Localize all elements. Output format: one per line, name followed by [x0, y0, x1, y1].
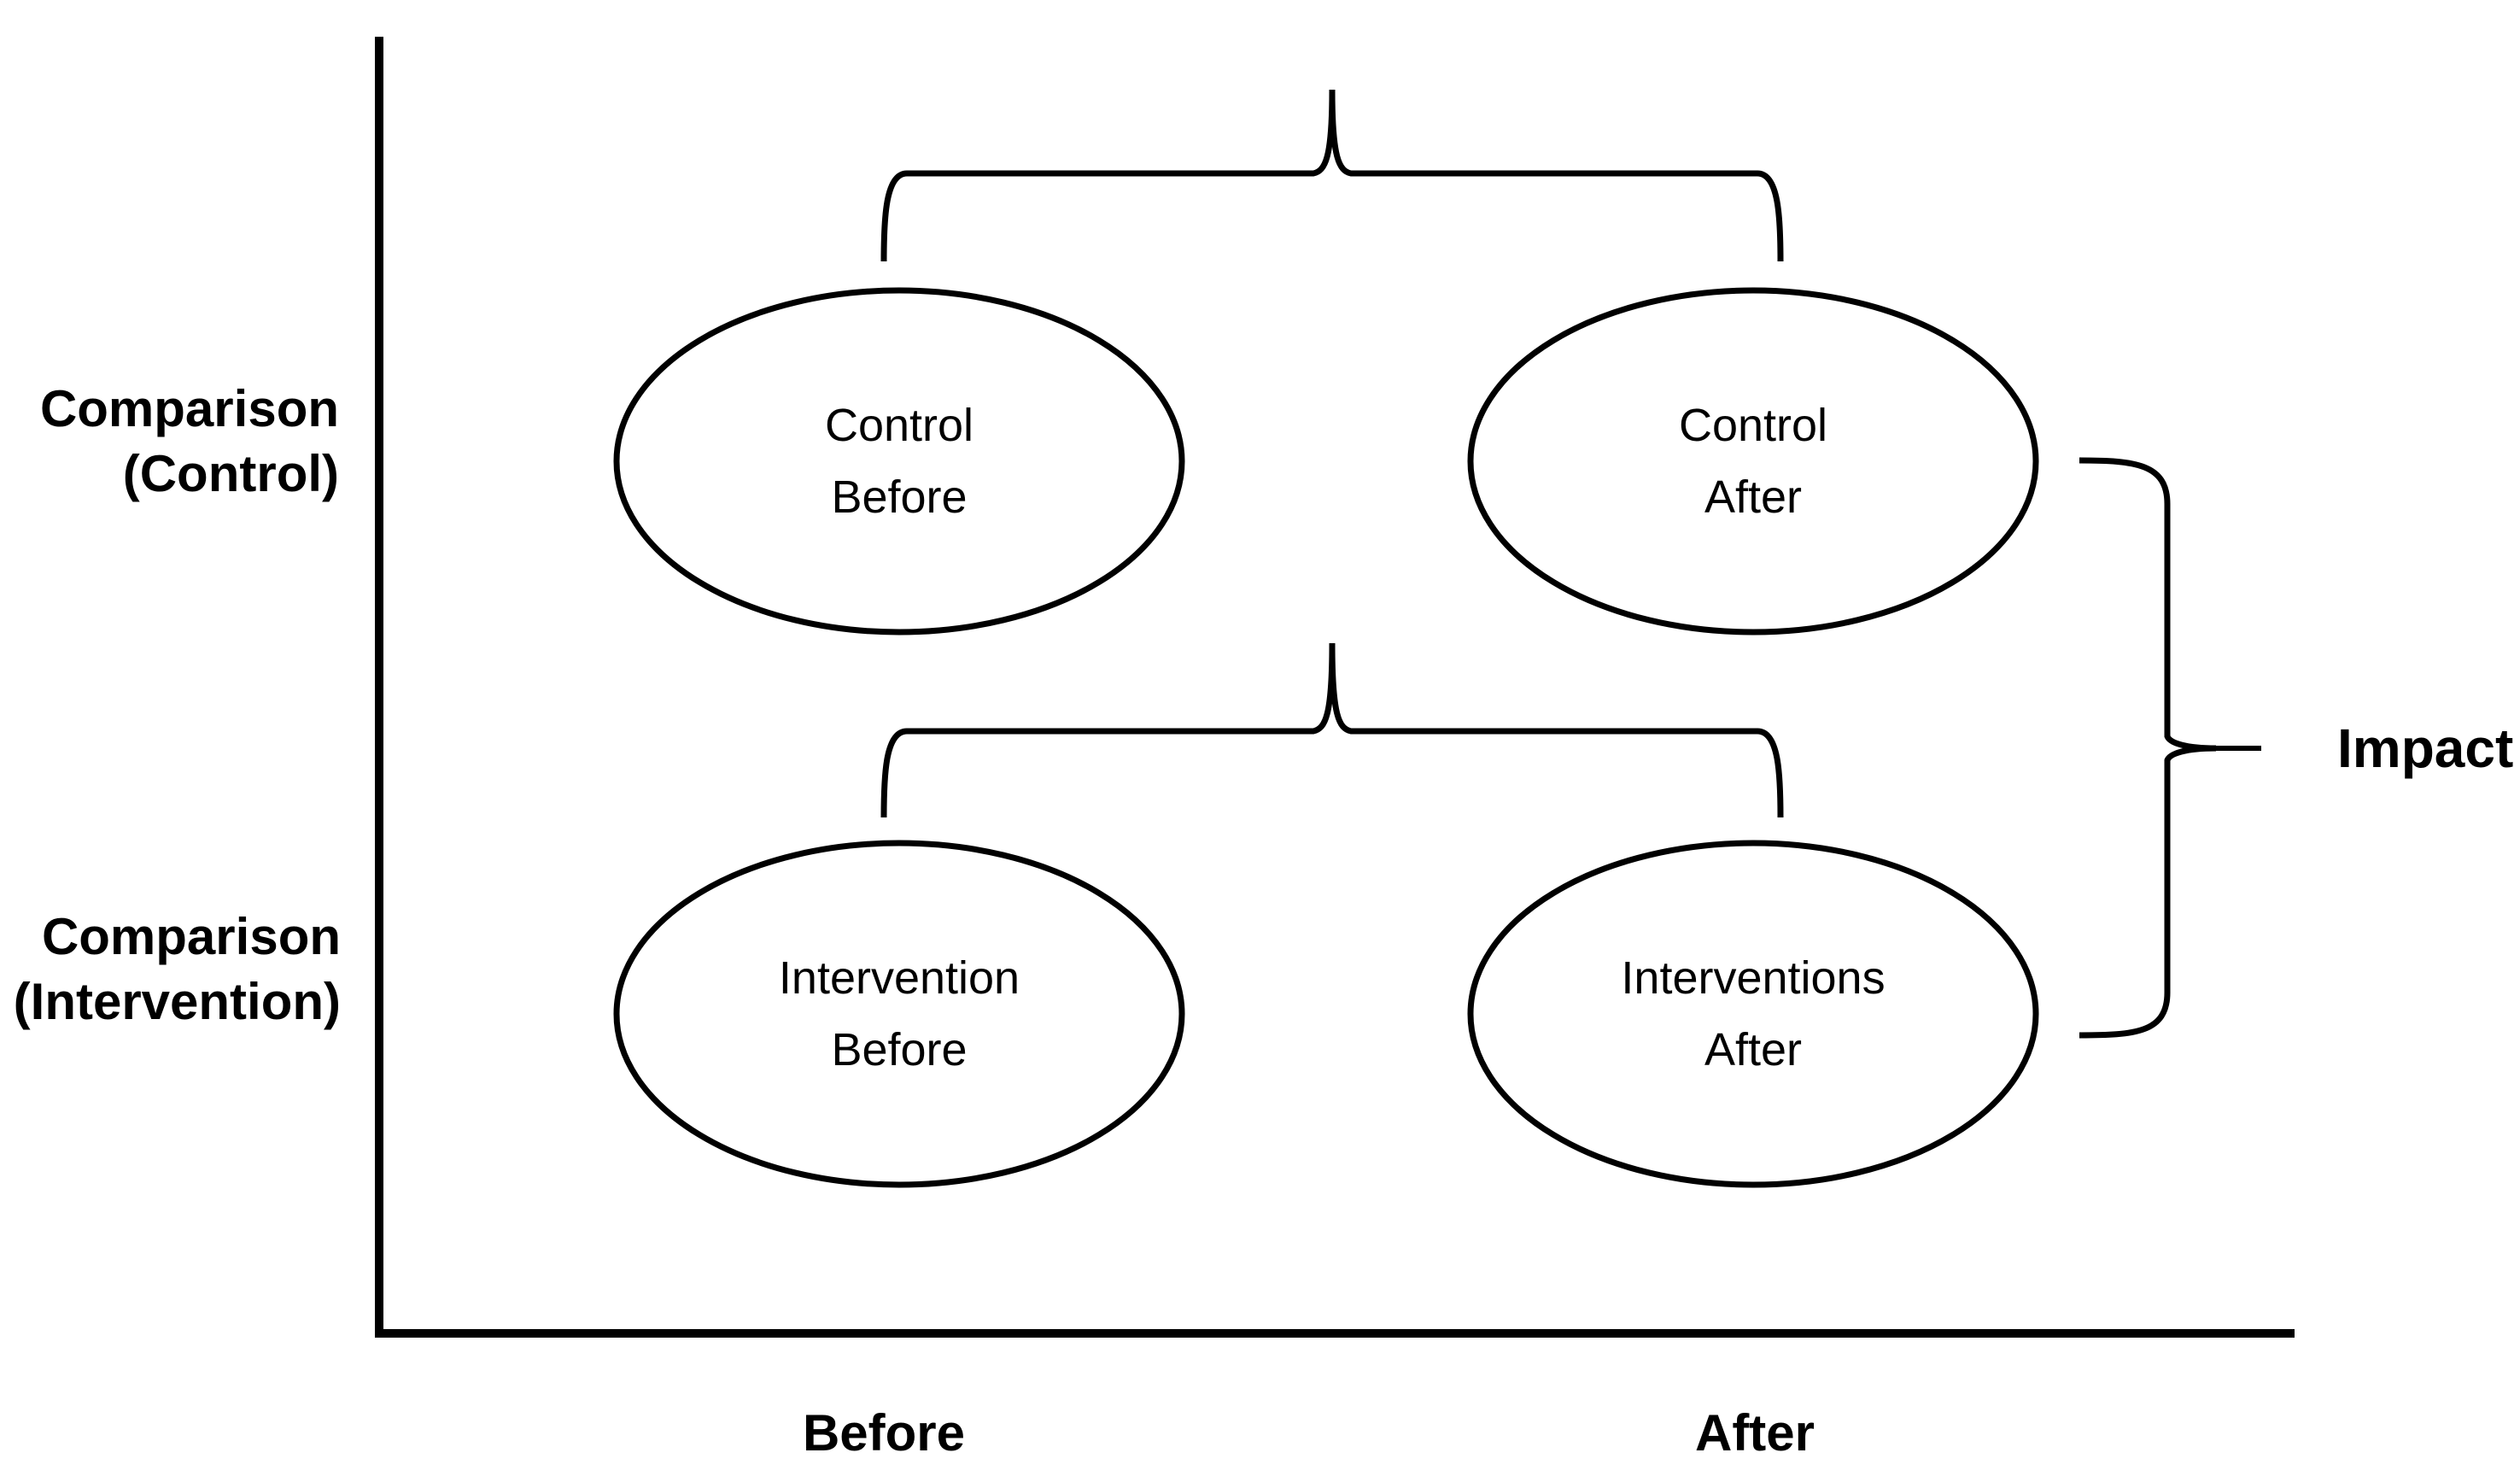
- x-axis-label-after: After: [1694, 1404, 1815, 1461]
- ellipse-interventions-after: [1467, 840, 2039, 1188]
- ellipse-intervention-before: [613, 840, 1185, 1188]
- node-label-control-after: Control After: [1488, 390, 2018, 533]
- node-label-interventions-after: Interventions After: [1488, 942, 2018, 1086]
- node-control-after-line1: Control: [1678, 400, 1828, 451]
- node-control-before-line2: Before: [831, 472, 968, 523]
- x-axis-label-before: Before: [802, 1404, 966, 1461]
- row-label-control: Comparison (Control): [0, 377, 339, 507]
- row-label-intervention-line1: Comparison: [41, 908, 341, 965]
- node-control-before-line1: Control: [824, 400, 974, 451]
- node-interventions-after-line1: Interventions: [1621, 952, 1886, 1004]
- node-intervention-before-line2: Before: [831, 1024, 968, 1075]
- impact-brace: [2079, 457, 2217, 1039]
- node-control-after-line2: After: [1704, 472, 1803, 523]
- node-intervention-before-line1: Intervention: [778, 952, 1020, 1004]
- row-label-control-line2: (Control): [122, 445, 339, 502]
- node-interventions-after-line2: After: [1704, 1024, 1803, 1075]
- middle-brace: [880, 642, 1784, 818]
- node-label-control-before: Control Before: [634, 390, 1164, 533]
- impact-label: Impact: [2337, 718, 2514, 779]
- row-label-intervention: Comparison (Intervention): [0, 905, 341, 1034]
- row-label-control-line1: Comparison: [39, 380, 339, 437]
- node-label-intervention-before: Intervention Before: [634, 942, 1164, 1086]
- top-brace: [880, 89, 1784, 262]
- ellipse-control-before: [613, 287, 1185, 636]
- ellipse-control-after: [1467, 287, 2039, 636]
- row-label-intervention-line2: (Intervention): [13, 973, 341, 1030]
